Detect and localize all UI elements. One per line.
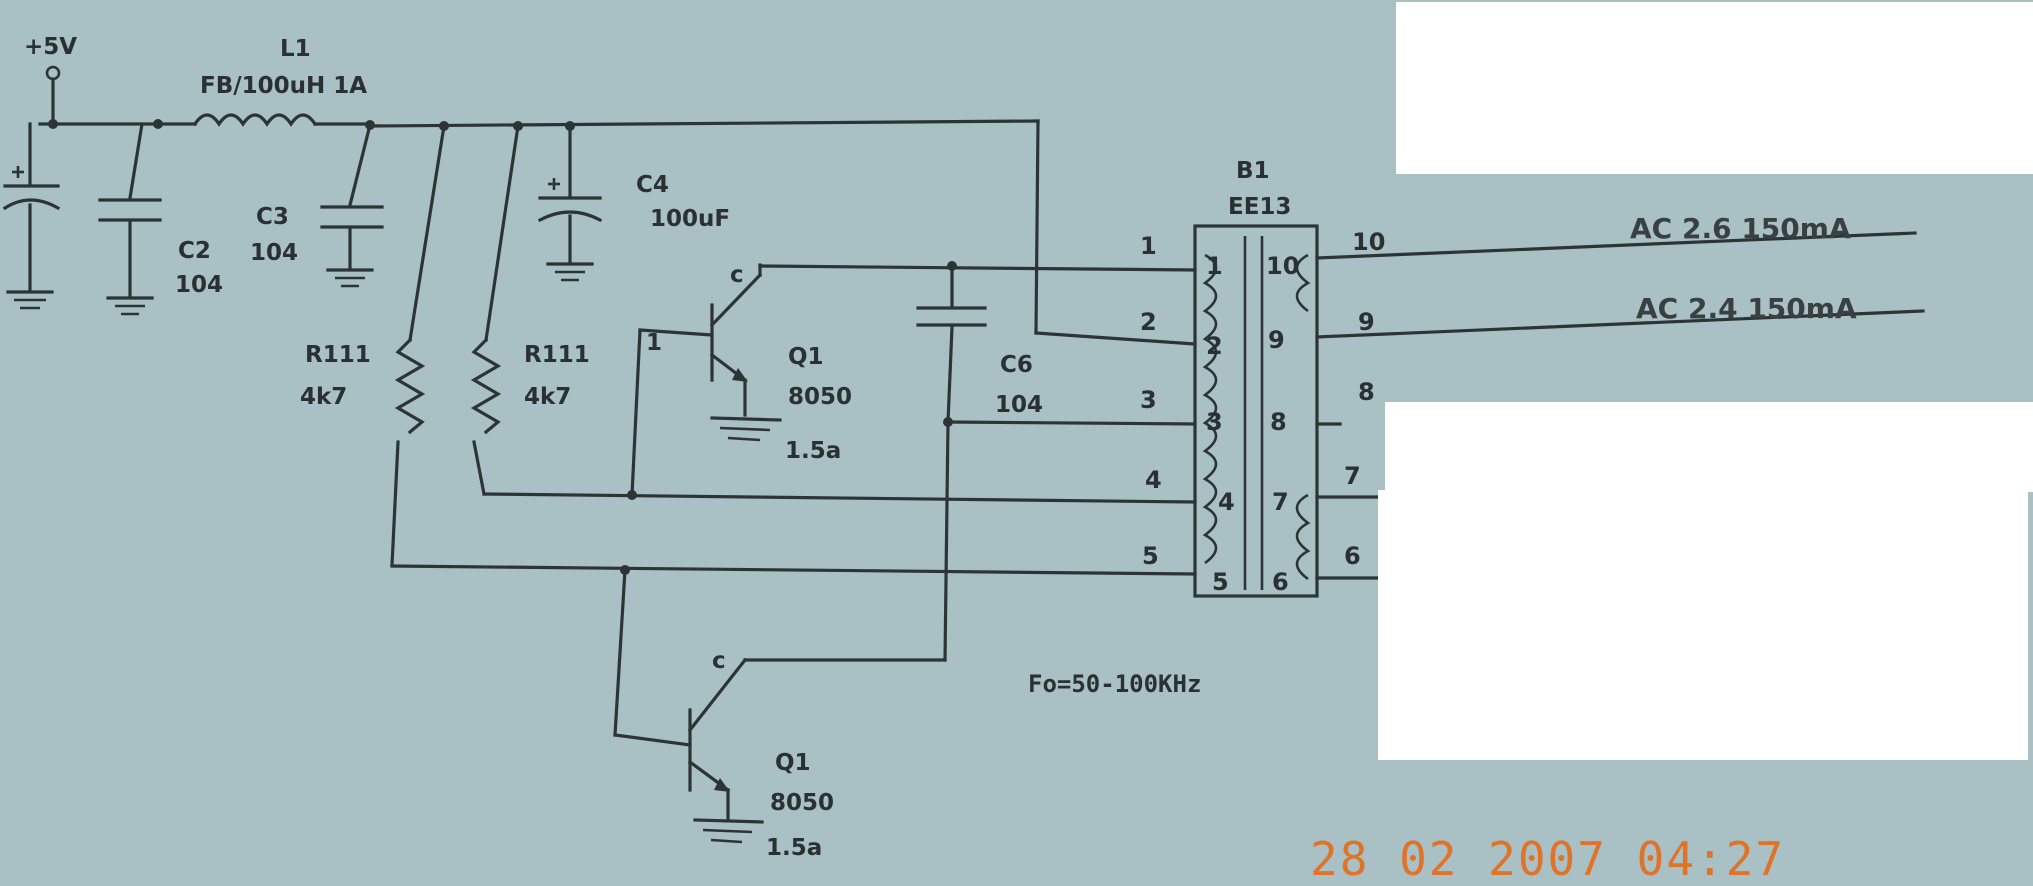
outer-pin-10: 10	[1352, 228, 1385, 256]
secondary-pin-9: 9	[1268, 326, 1285, 354]
secondary-pin-8: 8	[1270, 408, 1287, 436]
c6-ref: C6	[1000, 352, 1033, 378]
capacitor-c6	[916, 264, 1197, 662]
resistor-r111-right	[470, 124, 1197, 504]
rail-to-pin2	[1034, 119, 1040, 335]
outer-pin-5: 5	[1142, 542, 1159, 570]
capacitor-c2	[98, 122, 162, 316]
q1-upper-collector-pin: c	[730, 262, 744, 288]
outer-pin-9: 9	[1358, 308, 1375, 336]
c3-ref: C3	[256, 204, 289, 230]
primary-pin-5: 5	[1212, 568, 1229, 596]
inductor-value: FB/100uH 1A	[200, 73, 367, 99]
supply-rail	[38, 65, 1040, 131]
inductor-ref: L1	[280, 36, 311, 62]
q1-lower-ref: Q1	[775, 750, 811, 776]
capacitor-c4	[537, 124, 603, 282]
q1-lower-value: 8050	[770, 790, 834, 816]
outer-pin-6: 6	[1344, 542, 1361, 570]
resistor-r111-left	[390, 124, 1197, 576]
c2-ref: C2	[178, 238, 211, 264]
primary-pin-1: 1	[1206, 252, 1223, 280]
secondary-pin-10: 10	[1266, 252, 1299, 280]
output-label-1: AC 2.6 150mA	[1630, 212, 1851, 245]
outer-pin-7: 7	[1344, 462, 1361, 490]
frequency-note: Fo=50-100KHz	[1028, 670, 1201, 698]
r111-right-value: 4k7	[524, 384, 571, 410]
secondary-pin-7: 7	[1272, 488, 1289, 516]
c6-value: 104	[995, 392, 1043, 418]
r111-left-value: 4k7	[300, 384, 347, 410]
supply-label: +5V	[24, 34, 77, 60]
q1-upper-value: 8050	[788, 384, 852, 410]
outer-pin-4: 4	[1145, 466, 1162, 494]
transformer-ref: B1	[1236, 158, 1270, 184]
q1-upper-note: 1.5a	[785, 438, 841, 464]
primary-pin-2: 2	[1206, 332, 1223, 360]
c4-ref: C4	[636, 172, 669, 198]
transistor-q1-upper	[630, 261, 1197, 497]
secondary-pin-6: 6	[1272, 568, 1289, 596]
outer-pin-3: 3	[1140, 386, 1157, 414]
capacitor-c1	[2, 122, 61, 310]
outer-pin-2: 2	[1140, 308, 1157, 336]
q1-upper-ref: Q1	[788, 344, 824, 370]
q1-lower-note: 1.5a	[766, 835, 822, 861]
q1-upper-base-pin: 1	[646, 330, 662, 356]
primary-pin-3: 3	[1206, 408, 1223, 436]
c4-value: 100uF	[650, 206, 730, 232]
redaction-patch-bottom	[1378, 490, 2028, 760]
outer-pin-8: 8	[1358, 378, 1375, 406]
output-lines	[1315, 231, 1925, 580]
capacitor-c3	[320, 123, 384, 288]
primary-pin-4: 4	[1218, 488, 1235, 516]
transformer-core: EE13	[1228, 194, 1291, 220]
transformer-b1	[1193, 224, 1319, 598]
c3-value: 104	[250, 240, 298, 266]
date-stamp: 28 02 2007 04:27	[1310, 832, 1786, 886]
redaction-patch-top	[1396, 2, 2033, 174]
redaction-patch-middle	[1385, 402, 2033, 492]
transistor-q1-lower	[613, 565, 947, 844]
outer-pin-1: 1	[1140, 232, 1157, 260]
inductor-l1-coil	[192, 113, 318, 127]
c2-value: 104	[175, 272, 223, 298]
circuit-schematic: +5V L1 FB/100uH 1A C2 104 C3 104 C4 100u…	[2, 34, 1925, 861]
q1-lower-collector-pin: c	[712, 648, 726, 674]
output-label-2: AC 2.4 150mA	[1636, 292, 1857, 325]
r111-left-ref: R111	[305, 342, 371, 368]
supply-terminal	[45, 65, 61, 81]
r111-right-ref: R111	[524, 342, 590, 368]
